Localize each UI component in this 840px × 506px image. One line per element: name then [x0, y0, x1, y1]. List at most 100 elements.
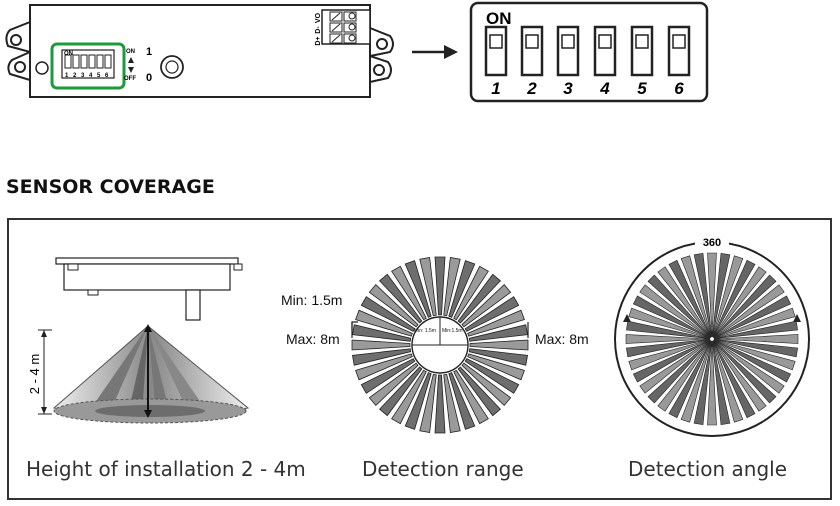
dip-zoom-num-4: 4 [599, 79, 610, 98]
angle-rays [625, 252, 799, 426]
right-mount-tab [369, 26, 394, 84]
range-ray [391, 265, 427, 321]
range-ray [457, 273, 501, 324]
range-ray [360, 296, 416, 332]
angle-ray [657, 340, 712, 412]
small-dip-num-6: 6 [105, 73, 109, 79]
small-dip-num-2: 2 [73, 73, 77, 79]
angle-ray [713, 284, 785, 339]
small-dip-num-4: 4 [89, 73, 93, 79]
sensor-side-view [55, 257, 243, 321]
range-caption: Detection range [362, 457, 524, 481]
angle-ray [632, 295, 711, 339]
angle-ray [713, 307, 796, 339]
range-ray [448, 260, 476, 318]
angle-ray [625, 334, 711, 344]
angle-ray [668, 340, 712, 419]
angle-ray [712, 255, 744, 338]
angle-ray [712, 340, 744, 423]
angle-ray [712, 340, 731, 425]
range-ray [464, 358, 520, 394]
range-ray [467, 353, 525, 381]
angle-ray [680, 255, 712, 338]
angle-ray [713, 320, 798, 339]
max-range-left-label: Max: 8m [286, 331, 340, 347]
angle-ray [713, 295, 792, 339]
small-dip-num-3: 3 [81, 73, 85, 79]
dip-zoom-num-6: 6 [674, 79, 684, 98]
angle-ray [693, 340, 712, 425]
range-ray [469, 339, 529, 351]
range-ray [457, 366, 501, 417]
adjust-knob [160, 55, 184, 79]
range-ray [461, 284, 512, 328]
terminal-label-dminus: D- [315, 26, 322, 34]
angle-ray [713, 339, 785, 394]
max-bracket [351, 321, 529, 338]
coverage-panel [7, 218, 832, 500]
terminal-label-dplus: D+ [315, 36, 322, 45]
range-rays [351, 256, 529, 434]
angle-ray [713, 339, 792, 383]
range-ray [352, 348, 412, 366]
angle-ray [639, 284, 711, 339]
height-arrow-icon [38, 324, 152, 418]
angle-ray [712, 266, 767, 338]
range-ray [464, 296, 520, 332]
small-on-label: ON [126, 49, 135, 55]
small-dip-num-5: 5 [97, 73, 101, 79]
angle-ray [647, 340, 711, 404]
range-ray [404, 372, 432, 430]
range-ray [379, 273, 423, 324]
angle-ray [693, 253, 712, 338]
range-ray [404, 260, 432, 318]
angle-ray [639, 339, 711, 394]
dip-zoom [469, 1, 709, 103]
level-high: 1 [146, 46, 152, 58]
angle-ray [626, 339, 711, 358]
inner-min-left: Min: 1.5m [414, 328, 436, 334]
angle-ray [713, 339, 796, 371]
angle-ray [712, 259, 756, 338]
left-mount-tab [5, 20, 31, 82]
small-dip-on-label: ON [64, 51, 73, 57]
range-ray [453, 369, 489, 425]
angle-ray [707, 252, 717, 338]
angle-ray [632, 339, 711, 383]
terminal-block [321, 9, 371, 45]
angle-ray [713, 274, 777, 338]
terminal-label-vo: VO [315, 12, 322, 23]
range-ray [468, 324, 528, 342]
range-ray [434, 256, 446, 316]
angle-ray [626, 320, 711, 339]
range-ray [468, 348, 528, 366]
angle-ray [713, 340, 777, 404]
screw-hole [35, 61, 49, 75]
angle-degrees-label: 360 [703, 237, 721, 249]
dip-zoom-on-label: ON [486, 9, 512, 28]
max-range-right-label: Max: 8m [535, 331, 589, 347]
angle-ray [713, 339, 798, 358]
range-ray [351, 339, 411, 351]
range-ray [419, 257, 437, 317]
min-range-label: Min: 1.5m [281, 292, 343, 308]
dip-zoom-num-1: 1 [491, 79, 500, 98]
dip-zoom-num-5: 5 [637, 79, 647, 98]
range-ray [355, 309, 413, 337]
arrow-left-icon [623, 314, 631, 322]
inner-min-right: Min:1.5m [442, 328, 463, 334]
device-diagram: VO D- D+ ON 1 2 3 4 5 6 ON OFF 1 0 [5, 1, 709, 103]
arrow-down-icon [128, 67, 134, 73]
dip-zoom-num-3: 3 [563, 79, 573, 98]
angle-ray [647, 274, 711, 338]
height-range-label: 2 - 4 m [27, 354, 42, 394]
small-dip-num-1: 1 [65, 73, 69, 79]
range-ray [419, 373, 437, 433]
angle-ray [712, 340, 767, 412]
range-ray [368, 362, 419, 406]
range-ray [355, 353, 413, 381]
range-ray [391, 369, 427, 425]
range-ray [467, 309, 525, 337]
dip-highlight [50, 42, 126, 90]
level-low: 0 [146, 72, 152, 84]
